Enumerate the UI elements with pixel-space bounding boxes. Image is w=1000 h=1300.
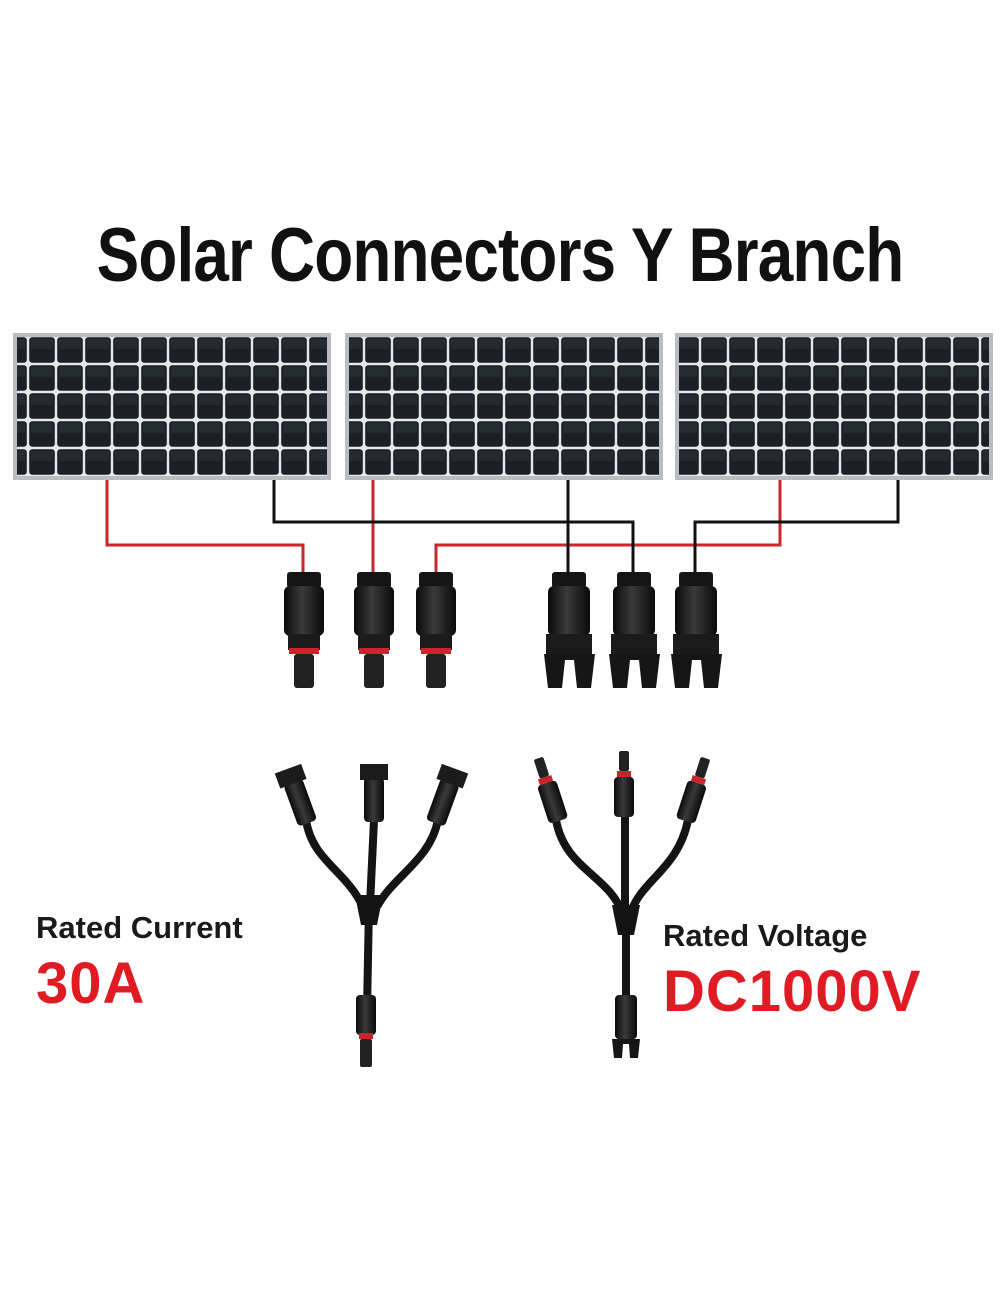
rated-voltage-label: Rated Voltage — [663, 918, 868, 953]
black-wire-1 — [272, 480, 635, 575]
female-connector-1 — [544, 572, 595, 688]
red-wire-1 — [105, 480, 305, 575]
rated-current-label: Rated Current — [36, 910, 243, 945]
female-connector-2 — [609, 572, 660, 688]
male-connector-1 — [284, 572, 324, 688]
black-wire-3 — [693, 480, 900, 575]
male-connector-3 — [416, 572, 456, 688]
wiring — [105, 480, 900, 575]
female-connector-3 — [671, 572, 722, 688]
rated-current-value: 30A — [36, 951, 146, 1016]
rated-voltage-value: DC1000V — [663, 959, 922, 1024]
y-branch-cable-left — [274, 763, 469, 1067]
solar-panel-center — [345, 333, 663, 480]
red-wire-3 — [434, 480, 782, 575]
page-title: Solar Connectors Y Branch — [96, 213, 905, 298]
male-connector-2 — [354, 572, 394, 688]
solar-panel-left — [13, 333, 331, 480]
y-branch-cable-right — [534, 751, 710, 1058]
solar-panel-right — [675, 333, 993, 480]
